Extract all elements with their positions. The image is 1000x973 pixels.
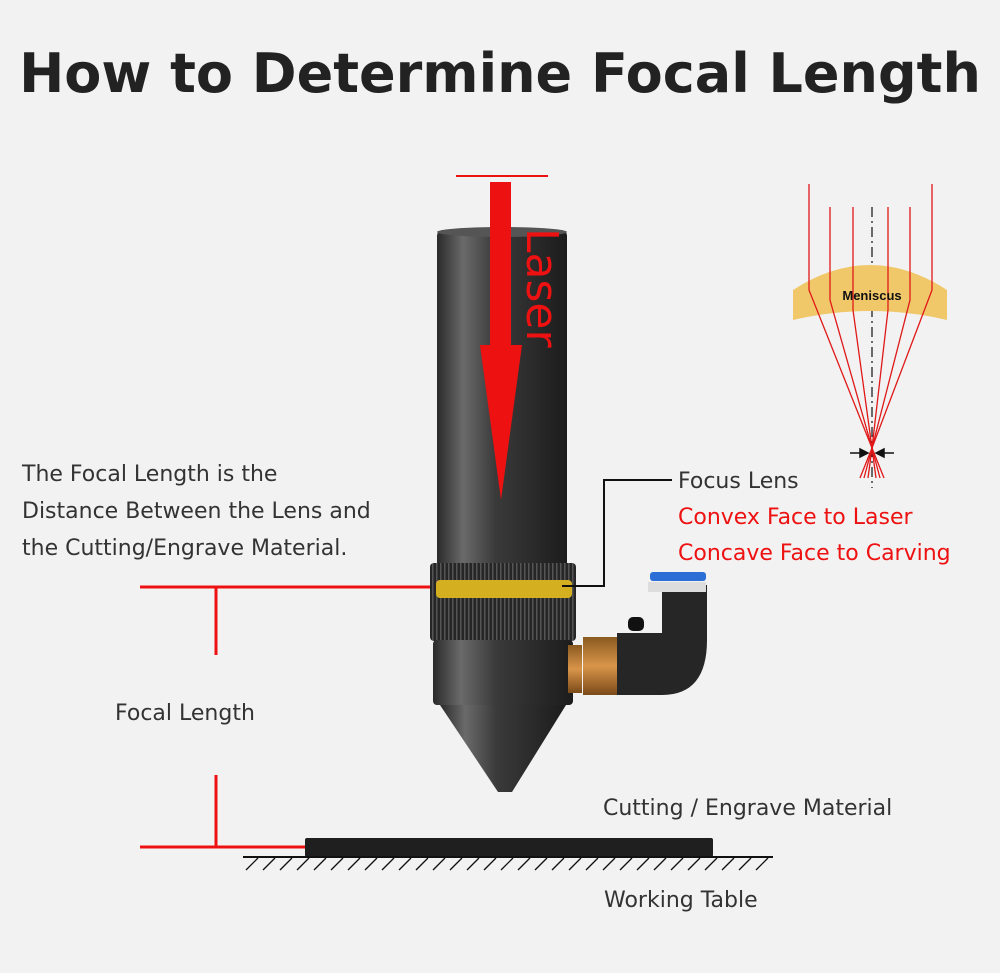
material-label: Cutting / Engrave Material xyxy=(603,796,892,821)
hatch-line xyxy=(653,857,667,871)
hatch-line xyxy=(313,857,327,871)
meniscus-diagram: Meniscus xyxy=(793,184,947,488)
hatch-line xyxy=(296,857,310,871)
hatch-line xyxy=(534,857,548,871)
hatch-line xyxy=(449,857,463,871)
hatch-line xyxy=(432,857,446,871)
hatch-line xyxy=(687,857,701,871)
laser-label: Laser xyxy=(516,228,567,348)
description-line: The Focal Length is the xyxy=(21,462,277,487)
hatch-line xyxy=(738,857,752,871)
meniscus-label: Meniscus xyxy=(842,288,901,303)
laser-head xyxy=(430,227,707,792)
hatch-line xyxy=(330,857,344,871)
hatch-line xyxy=(619,857,633,871)
hatch-line xyxy=(517,857,531,871)
hatch-line xyxy=(721,857,735,871)
hatch-line xyxy=(279,857,293,871)
page-title: How to Determine Focal Length xyxy=(19,42,981,105)
hatch-line xyxy=(602,857,616,871)
hatch-line xyxy=(755,857,769,871)
focus-lens-note: Concave Face to Carving xyxy=(678,541,951,566)
hatch-line xyxy=(670,857,684,871)
engrave-material xyxy=(305,838,713,857)
focal-length-label: Focal Length xyxy=(115,701,255,726)
hatch-line xyxy=(568,857,582,871)
hatch-line xyxy=(364,857,378,871)
table-label: Working Table xyxy=(604,888,758,913)
focus-lens-note: Convex Face to Laser xyxy=(678,505,914,530)
laser-arrow xyxy=(456,175,548,500)
hatch-line xyxy=(500,857,514,871)
focus-lens-leader xyxy=(562,479,672,587)
hatch-line xyxy=(347,857,361,871)
hatch-line xyxy=(585,857,599,871)
hatch-line xyxy=(415,857,429,871)
focus-lens-label: Focus Lens xyxy=(678,469,799,494)
description-line: Distance Between the Lens and xyxy=(22,499,371,524)
hatch-line xyxy=(466,857,480,871)
hatch-line xyxy=(704,857,718,871)
focal-length-markers xyxy=(140,585,430,849)
hatch-line xyxy=(381,857,395,871)
air-fitting-cap xyxy=(650,572,706,581)
hatch-line xyxy=(551,857,565,871)
description-line: the Cutting/Engrave Material. xyxy=(22,536,347,561)
focus-lens-band xyxy=(436,580,572,598)
hatch-line xyxy=(483,857,497,871)
hatch-line xyxy=(262,857,276,871)
hatch-line xyxy=(636,857,650,871)
table-hatching xyxy=(245,857,769,871)
hatch-line xyxy=(398,857,412,871)
hatch-line xyxy=(245,857,259,871)
